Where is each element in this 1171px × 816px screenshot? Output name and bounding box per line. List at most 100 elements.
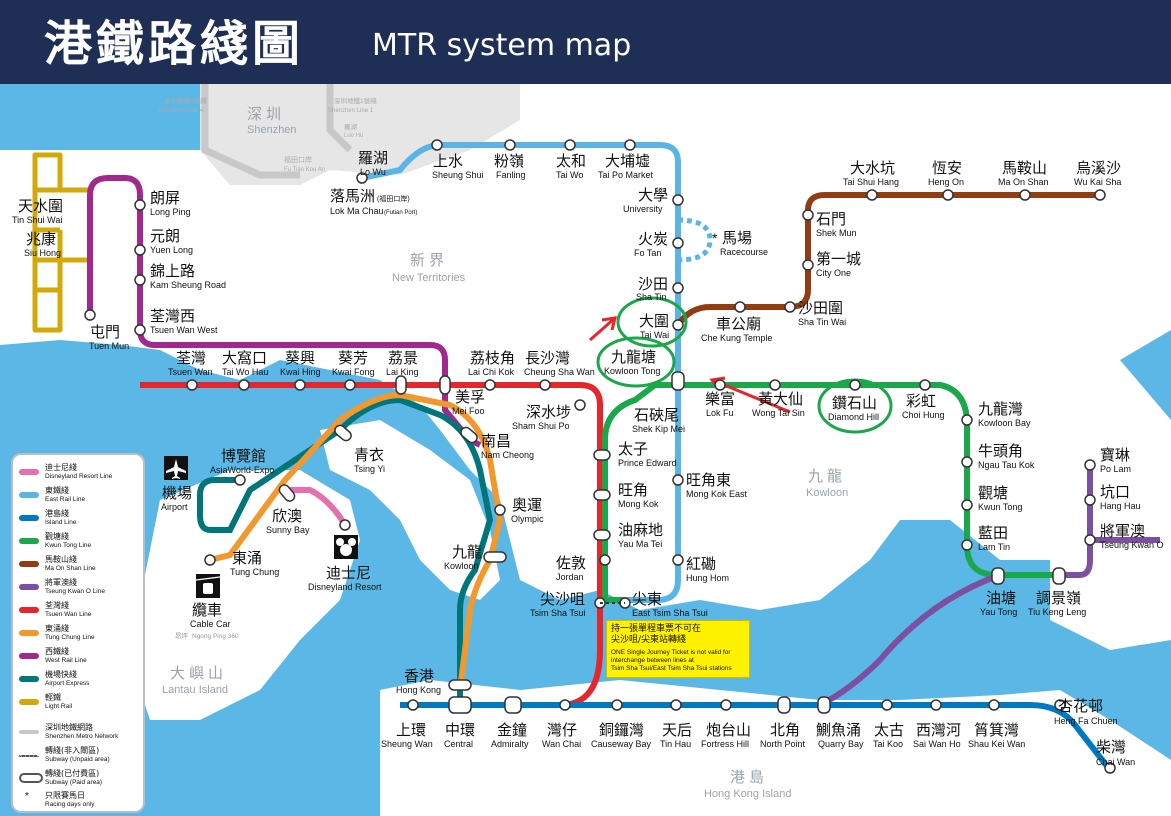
station-jordan-zh: 佐敦 — [556, 554, 586, 572]
station-tuen-mun-en: Tuen Mun — [89, 341, 129, 351]
station-po-lam-zh: 寶琳 — [1100, 446, 1130, 464]
legend-label-zh: 只限賽馬日 — [45, 791, 85, 800]
station-prince-edward-en: Prince Edward — [618, 458, 677, 468]
station-kwun-tong-en: Kwun Tong — [978, 502, 1022, 512]
station-disneyland-resort-en: Disneyland Resort — [308, 582, 382, 592]
station-lai-chi-kok-zh: 荔枝角 — [470, 349, 515, 367]
legend-label-zh: 港島綫 — [45, 509, 69, 518]
station-admiralty-en: Admiralty — [491, 739, 529, 749]
mtr-map: * — [0, 84, 1171, 816]
station-wu-kai-sha-en: Wu Kai Sha — [1074, 177, 1121, 187]
station-tai-wo-en: Tai Wo — [556, 170, 583, 180]
station-causeway-bay-en: Causeway Bay — [591, 739, 652, 749]
shenzhen-line4-en: Shenzhen Line 4 — [158, 108, 204, 114]
legend-swatch — [19, 699, 39, 705]
station-ma-on-shan-en: Ma On Shan — [998, 177, 1049, 187]
station-chai-wan-en: Chai Wan — [1096, 757, 1135, 767]
legend-label-zh: 荃灣綫 — [45, 601, 69, 610]
legend-swatch — [19, 607, 39, 613]
station-cable-car-zh: 纜車 — [192, 601, 222, 619]
legend-swatch — [19, 584, 39, 590]
legend-item-ma-on-shan: 馬鞍山綫 Ma On Shan Line — [19, 555, 143, 577]
station-mong-kok-east-en: Mong Kok East — [686, 489, 748, 499]
station-kowloon-tong-en: Kowloon Tong — [604, 366, 660, 376]
station-kam-sheung-road-en: Kam Sheung Road — [150, 280, 226, 290]
station-hung-hom-en: Hung Hom — [686, 573, 729, 583]
station-fo-tan-en: Fo Tan — [634, 248, 661, 258]
station-tin-hau-en: Tin Hau — [660, 739, 691, 749]
station-yuen-long-zh: 元朗 — [150, 227, 180, 245]
area-lantau-en: Lantau Island — [162, 684, 228, 696]
station-tai-shui-hang-en: Tai Shui Hang — [843, 177, 899, 187]
station-city-one-en: City One — [816, 268, 851, 278]
shenzhen-futian-en: Fu Tian Kou An — [284, 167, 325, 173]
station-lo-wu-en: Lo Wu — [360, 167, 386, 177]
legend-label-en: West Rail Line — [45, 657, 87, 664]
legend-item-racing-days: * 只限賽馬日 Racing days only — [19, 791, 143, 813]
notice-en-line1: ONE Single Journey Ticket is not valid f… — [611, 649, 731, 656]
station-east-tsim-sha-tsui-zh: 尖東 — [632, 590, 662, 608]
station-tuen-mun-zh: 屯門 — [90, 323, 120, 341]
legend-item-island: 港島綫 Island Line — [19, 509, 143, 531]
station-sha-tin-wai-zh: 沙田圍 — [798, 299, 843, 317]
station-tsing-yi-zh: 青衣 — [354, 446, 384, 464]
station-diamond-hill-zh: 鑽石山 — [832, 394, 877, 412]
station-yau-ma-tei-en: Yau Ma Tei — [618, 539, 662, 549]
station-sham-shui-po-zh: 深水埗 — [526, 403, 571, 421]
station-che-kung-temple-en: Che Kung Temple — [701, 333, 772, 343]
legend-label-zh: 輕鐵 — [45, 693, 61, 702]
legend-label-zh: 西鐵綫 — [45, 647, 69, 656]
station-shek-mun-en: Shek Mun — [816, 228, 857, 238]
airplane-icon — [164, 456, 188, 480]
station-cheung-sha-wan-zh: 長沙灣 — [525, 349, 570, 367]
legend-item-east-rail: 東鐵綫 East Rail Line — [19, 486, 143, 508]
tseung-kwan-o-land — [1050, 540, 1171, 650]
racecourse-asterisk-icon: * — [712, 230, 718, 246]
legend-label-en: Racing days only — [45, 801, 95, 808]
legend-label-en: Tsuen Wan Line — [45, 611, 92, 618]
legend-item-tsuen-wan: 荃灣綫 Tsuen Wan Line — [19, 601, 143, 623]
station-kwai-hing-zh: 葵興 — [285, 349, 315, 367]
station-lok-ma-chau-zh-small: (福田口岸) — [377, 194, 410, 203]
station-olympic-en: Olympic — [511, 514, 544, 524]
kwun-tong-line — [602, 382, 1060, 603]
legend-swatch — [19, 515, 39, 521]
station-hang-hau-en: Hang Hau — [1100, 501, 1141, 511]
ticket-notice-box: 持一張單程車票不可在 尖沙咀/尖東站轉綫 ONE Single Journey … — [606, 620, 750, 678]
lantau-island — [130, 470, 360, 720]
station-tin-shui-wai-zh: 天水圍 — [18, 197, 63, 215]
station-kowloon-tong-zh: 九龍塘 — [611, 348, 656, 366]
station-tai-koo-en: Tai Koo — [873, 739, 903, 749]
legend-label-en: Tung Chung Line — [45, 634, 95, 641]
station-lai-king-en: Lai King — [386, 367, 419, 377]
station-sunny-bay-en: Sunny Bay — [266, 525, 310, 535]
legend-swatch — [19, 630, 39, 636]
station-yau-tong-zh: 油塘 — [986, 589, 1016, 607]
station-central-en: Central — [444, 739, 473, 749]
station-fortress-hill-zh: 炮台山 — [706, 721, 751, 739]
station-lok-ma-chau-zh: 落馬洲 — [330, 187, 375, 205]
station-kowloon-bay-en: Kowloon Bay — [978, 418, 1031, 428]
station-sha-tin-zh: 沙田 — [638, 275, 668, 293]
legend-swatch — [19, 538, 39, 544]
area-new-territories-zh: 新界 — [410, 251, 448, 269]
area-shenzhen-en: Shenzhen — [247, 124, 297, 136]
station-tung-chung-zh: 東涌 — [232, 549, 262, 567]
area-lantau-zh: 大嶼山 — [170, 664, 227, 682]
legend-label-en: Disneyland Resort Line — [45, 473, 113, 480]
shenzhen-luohu-en: Luo Hu — [344, 133, 363, 139]
legend-label-en: Island Line — [45, 519, 77, 526]
station-tai-po-market-zh: 大埔墟 — [605, 152, 650, 170]
station-olympic-zh: 奧運 — [512, 496, 542, 514]
station-wan-chai-en: Wan Chai — [542, 739, 581, 749]
map-title-english: MTR system map — [372, 28, 632, 63]
station-university-en: University — [623, 204, 663, 214]
station-tai-wai-zh: 大圍 — [639, 312, 669, 330]
station-airport-en: Airport — [161, 502, 188, 512]
area-hk-island-en: Hong Kong Island — [704, 788, 791, 800]
legend-item-tung-chung: 東涌綫 Tung Chung Line — [19, 624, 143, 646]
shenzhen-line4-zh: 深圳地鐵4號綫 — [164, 96, 207, 105]
legend-item-subway-paid: 轉綫(已付費區) Subway (Paid area) — [19, 769, 143, 791]
station-yuen-long-en: Yuen Long — [150, 245, 193, 255]
station-markers — [84, 139, 1116, 774]
